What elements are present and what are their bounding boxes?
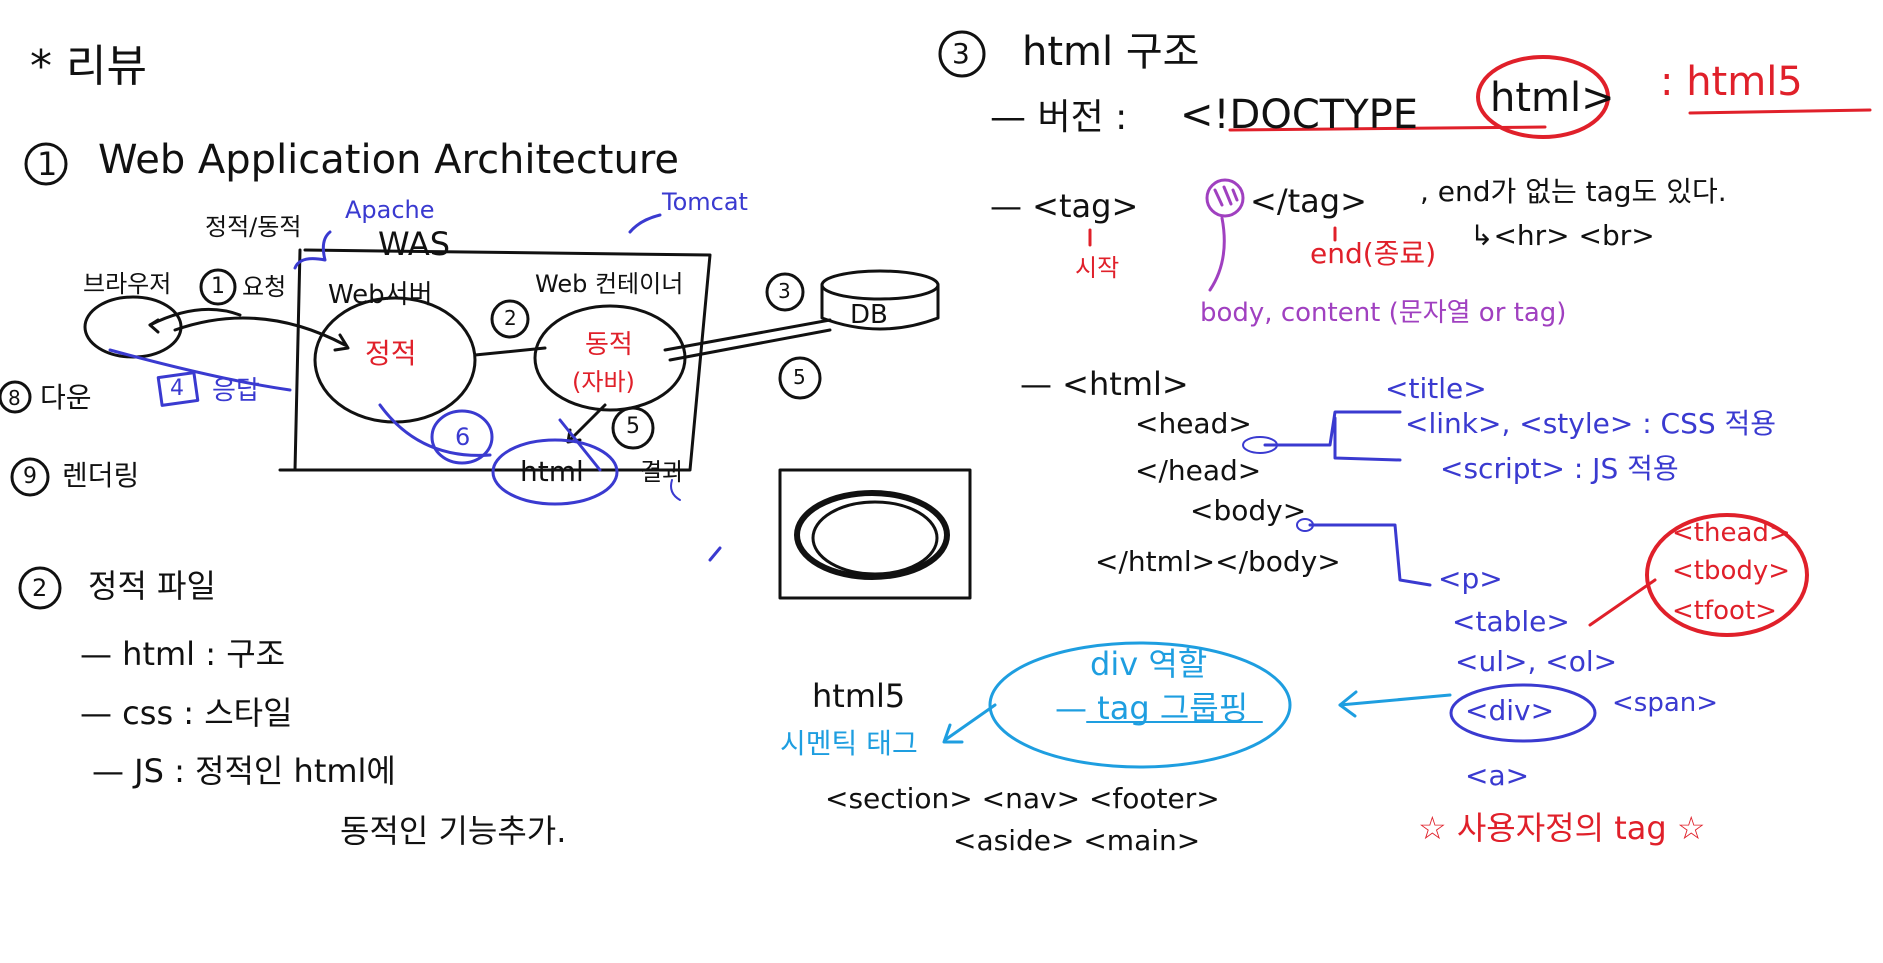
step3-number: 3 <box>778 279 791 303</box>
circle-num-6 <box>430 409 494 465</box>
semantic-tags-line1: <section> <nav> <footer> <box>825 782 1220 815</box>
scribble <box>794 490 950 580</box>
step8-number: 8 <box>8 386 21 410</box>
s2-number: 2 <box>32 574 48 602</box>
tfoot-tag: <tfoot> <box>1672 596 1777 626</box>
s1-title: Web Application Architecture <box>98 137 680 183</box>
thead-tag: <thead> <box>1672 518 1791 548</box>
s3-number: 3 <box>952 37 970 70</box>
step5b-number: 5 <box>793 365 806 389</box>
circle-num-9 <box>10 457 50 497</box>
web-container-label: Web 컨테이너 <box>535 270 684 298</box>
tag-grouping-text: — tag 그룹핑 <box>1055 689 1249 727</box>
doctype-text: <!DOCTYPE <box>1180 92 1419 138</box>
span-tag: <span> <box>1612 688 1719 718</box>
s3-title: html 구조 <box>1022 29 1200 75</box>
semantic-label: 시멘틱 태그 <box>780 727 918 760</box>
tbody-tag: <tbody> <box>1672 556 1791 586</box>
scribble-box <box>778 468 972 600</box>
circle-num-8 <box>0 380 32 414</box>
dynamic-label: 동적 <box>585 330 633 360</box>
tomcat-label: Tomcat <box>662 188 748 216</box>
body-open: <body> <box>1190 494 1307 527</box>
table-tag: <table> <box>1452 605 1570 638</box>
content-circle <box>1205 178 1245 218</box>
step5a-number: 5 <box>626 414 640 439</box>
body-content-text: body, content (문자열 or tag) <box>1200 298 1567 328</box>
arrow-request <box>148 307 242 327</box>
title-tag: <title> <box>1385 372 1487 405</box>
s1-number: 1 <box>37 145 58 183</box>
step8-text: 다운 <box>40 381 92 414</box>
html-label: html <box>520 455 584 488</box>
end-label: end(종료) <box>1310 237 1437 270</box>
db-top <box>820 269 940 301</box>
was-box <box>278 248 712 472</box>
head-close: </head> <box>1135 454 1262 487</box>
html-ellipse <box>491 438 619 506</box>
browser-ellipse <box>83 295 183 359</box>
static-dynamic-label: 정적/동적 <box>205 213 302 241</box>
review-title: * 리뷰 <box>30 41 147 92</box>
java-label: (자바) <box>572 368 635 396</box>
js-line: — JS : 정적인 html에 <box>92 752 396 790</box>
tag-start: — <tag> <box>990 187 1139 225</box>
semantic-tags-line2: <aside> <main> <box>953 824 1201 857</box>
circle-num-2b <box>490 299 530 339</box>
ul-ol-tag: <ul>, <ol> <box>1455 645 1618 678</box>
circle-num-3 <box>938 30 986 78</box>
html-structure-line: — html : 구조 <box>80 635 286 673</box>
js-line-2: 동적인 기능추가. <box>340 812 567 850</box>
circle-num-2-left <box>18 566 62 610</box>
tag-end: </tag> <box>1250 182 1367 220</box>
p-tag: <p> <box>1438 562 1503 595</box>
div-oval <box>1449 683 1597 743</box>
a-tag: <a> <box>1465 759 1530 792</box>
apache-label: Apache <box>345 196 435 224</box>
static-label: 정적 <box>365 337 417 370</box>
script-tag: <script> : JS 적용 <box>1440 452 1679 485</box>
end-missing-text: , end가 없는 tag도 있다. <box>1420 175 1727 208</box>
div-role-text: div 역할 <box>1090 645 1208 683</box>
step2-number: 2 <box>504 306 517 330</box>
circle-num-3b <box>765 272 805 312</box>
html5-text: : html5 <box>1660 59 1803 105</box>
html-body-close: </html></body> <box>1095 545 1341 578</box>
db-label: DB <box>850 300 888 330</box>
head-open: <head> <box>1135 407 1252 440</box>
step6-number: 6 <box>455 423 471 451</box>
html-open: — <html> <box>1020 365 1189 403</box>
div-role-oval <box>988 641 1292 769</box>
table-parts-oval <box>1645 513 1809 637</box>
arrow-response <box>108 348 292 392</box>
browser-label: 브라우저 <box>83 270 172 298</box>
was-label: WAS <box>378 225 451 263</box>
html-circled-text: html> <box>1490 75 1615 121</box>
start-label: 시작 <box>1075 254 1120 282</box>
step1-text: 요청 <box>242 273 287 301</box>
version-dash: — 버전 : <box>990 97 1128 138</box>
step4-number: 4 <box>170 376 184 401</box>
html5-title: html5 <box>812 677 906 715</box>
circle-num-5b <box>778 356 822 400</box>
web-server-label: Web서버 <box>328 280 433 310</box>
br-hr-text: ↳<hr> <br> <box>1470 219 1655 252</box>
circle-num-1 <box>24 142 68 186</box>
step9-number: 9 <box>23 464 37 489</box>
css-style-line: — css : 스타일 <box>80 694 293 732</box>
html-red-oval <box>1476 55 1610 139</box>
s2-title: 정적 파일 <box>88 567 216 605</box>
circle-num-1b <box>199 268 237 306</box>
link-style-tag: <link>, <style> : CSS 적용 <box>1405 407 1777 440</box>
step9-text: 렌더링 <box>62 459 140 492</box>
step1-number: 1 <box>211 274 225 299</box>
div-tag: <div> <box>1465 694 1555 727</box>
user-defined-tag: ☆ 사용자정의 tag ☆ <box>1418 809 1706 847</box>
step4-text: 응답 <box>212 376 260 406</box>
result-label: 결과 <box>640 458 685 486</box>
